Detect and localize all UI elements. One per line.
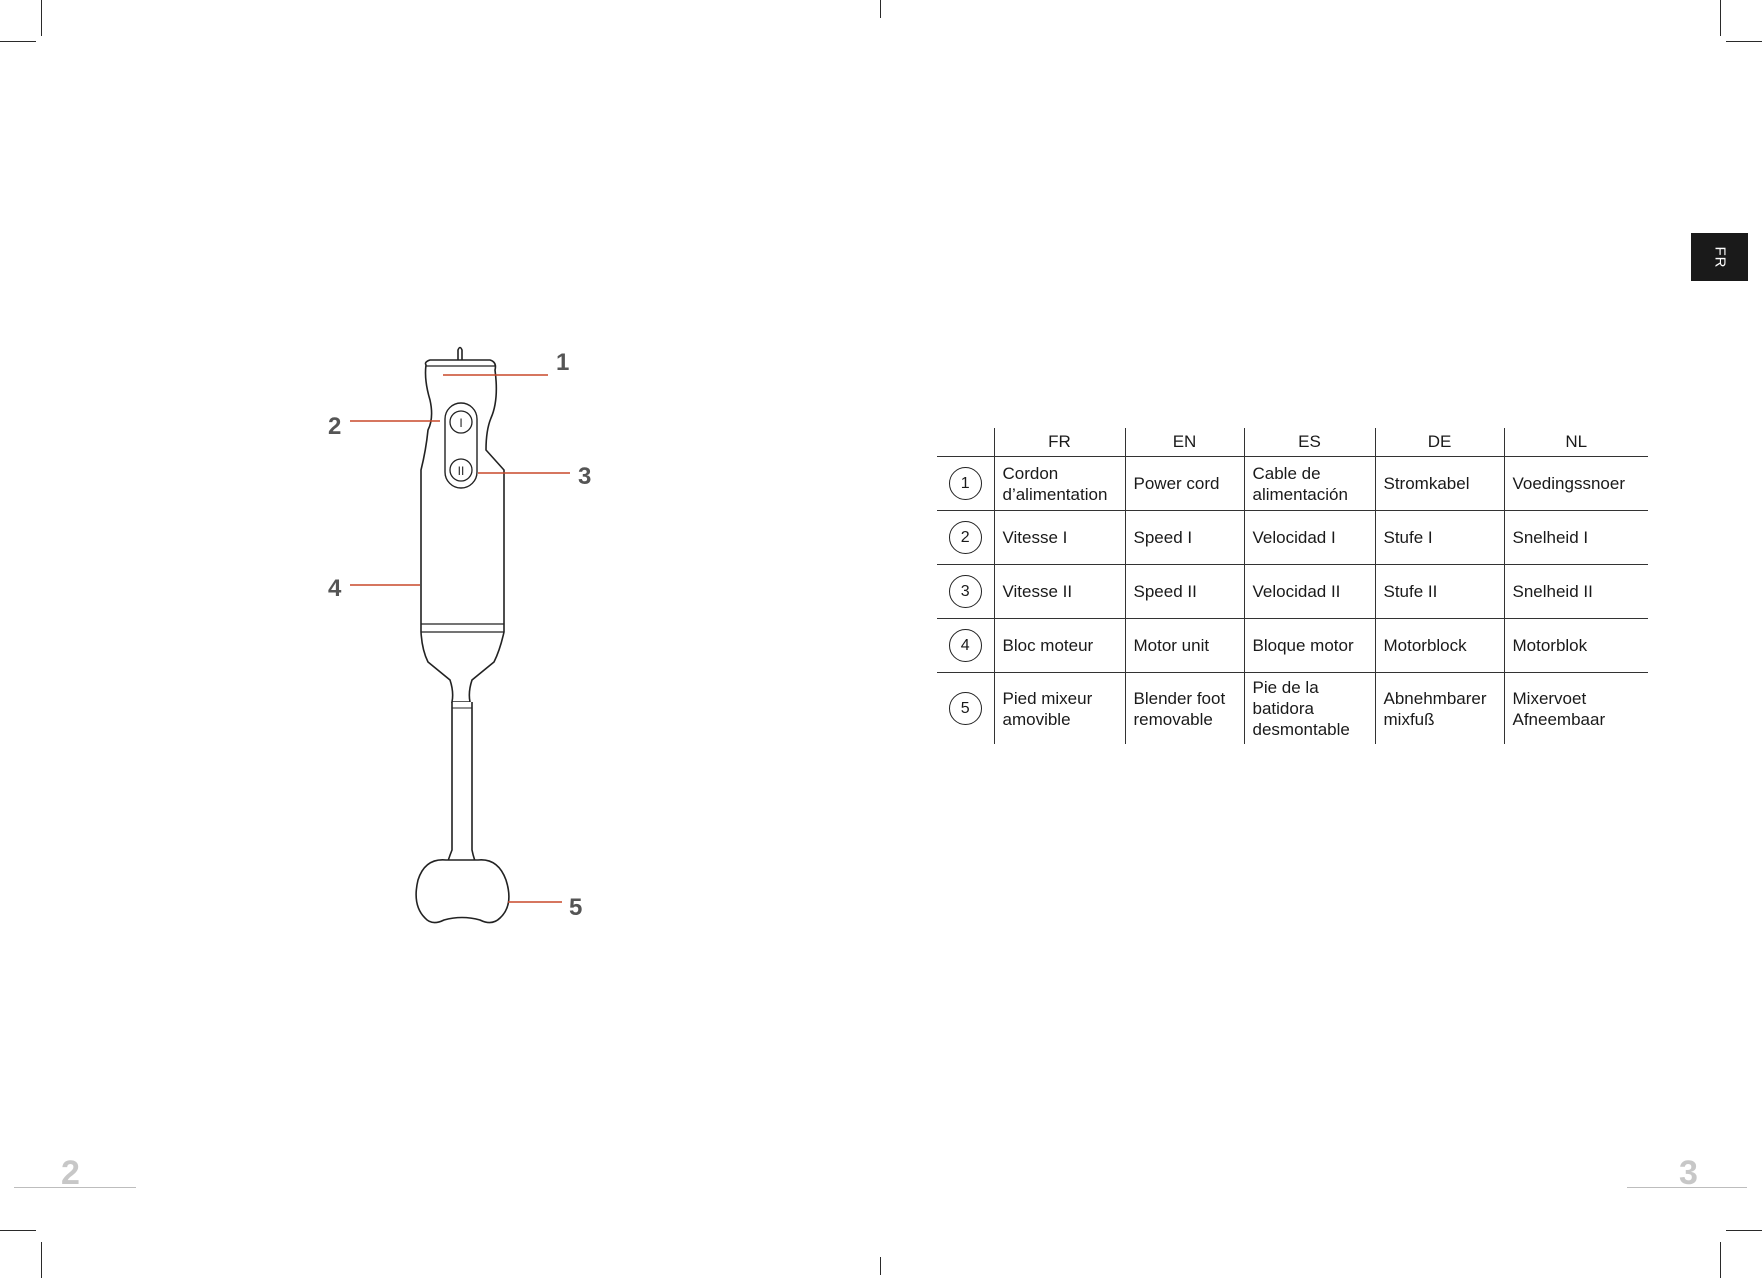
blender-shaft — [444, 702, 480, 869]
table-header-row: FR EN ES DE NL — [937, 428, 1648, 457]
part-number-badge: 3 — [948, 575, 982, 608]
page-number-right: 3 — [1679, 1154, 1698, 1192]
table-cell: Voedingssnoer — [1503, 456, 1648, 511]
part-number-cell: 4 — [937, 618, 994, 673]
crop-mark — [880, 0, 881, 18]
part-number-badge: 1 — [948, 467, 982, 500]
table-cell: Vitesse I — [993, 510, 1125, 565]
table-header: ES — [1243, 428, 1375, 457]
part-number-badge: 5 — [948, 692, 982, 725]
language-tab-label: FR — [1711, 246, 1728, 268]
table-cell: Motorblock — [1374, 618, 1504, 673]
crop-mark — [1720, 1242, 1721, 1278]
table-cell: Bloque motor — [1243, 618, 1375, 673]
table-row: 1 Cordon d’alimentation Power cord Cable… — [937, 456, 1648, 511]
blender-foot — [415, 859, 510, 924]
table-cell: Speed I — [1124, 510, 1244, 565]
callout-3: 3 — [578, 463, 592, 490]
crop-mark — [1726, 1230, 1762, 1231]
callout-2: 2 — [328, 413, 342, 440]
part-number-cell: 5 — [937, 673, 994, 745]
table-row: 2 Vitesse I Speed I Velocidad I Stufe I … — [937, 510, 1648, 565]
speed-1-label: I — [459, 416, 462, 430]
page-number-rule — [1627, 1187, 1747, 1188]
table-row: 4 Bloc moteur Motor unit Bloque motor Mo… — [937, 618, 1648, 673]
table-cell: Blender foot removable — [1124, 672, 1244, 744]
part-number-cell: 3 — [937, 564, 994, 619]
table-cell: Motor unit — [1124, 618, 1244, 673]
callout-1: 1 — [556, 349, 570, 376]
part-number-cell: 1 — [937, 456, 994, 511]
table-header: DE — [1374, 428, 1504, 457]
crop-mark — [1726, 41, 1762, 42]
table-header: EN — [1124, 428, 1244, 457]
crop-mark — [1720, 0, 1721, 36]
crop-mark — [41, 1242, 42, 1278]
callout-5: 5 — [569, 894, 583, 921]
part-number-badge: 2 — [948, 521, 982, 554]
table-row: 3 Vitesse II Speed II Velocidad II Stufe… — [937, 564, 1648, 619]
speed-1-button — [449, 410, 473, 434]
table-cell: Velocidad II — [1243, 564, 1375, 619]
part-number-badge: 4 — [948, 629, 982, 662]
table-cell: Stromkabel — [1374, 456, 1504, 511]
table-cell: Abnehmbarer mixfuß — [1374, 672, 1504, 744]
table-header: NL — [1503, 428, 1648, 457]
hand-blender-illustration: I II — [350, 346, 570, 924]
table-cell: Snelheid I — [1503, 510, 1648, 565]
table-cell: Cable de alimentación — [1243, 456, 1375, 511]
table-cell: Snelheid II — [1503, 564, 1648, 619]
speed-2-button — [449, 458, 473, 482]
parts-table: FR EN ES DE NL 1 Cordon d’alimentation P… — [937, 428, 1648, 744]
table-cell: Pied mixeur amovible — [993, 672, 1125, 744]
language-tab: FR — [1691, 233, 1748, 281]
crop-mark — [0, 41, 36, 42]
table-cell: Pie de la batidora desmontable — [1243, 672, 1375, 744]
table-header: FR — [993, 428, 1125, 457]
table-cell: Power cord — [1124, 456, 1244, 511]
table-cell: Bloc moteur — [993, 618, 1125, 673]
table-cell: Cordon d’alimentation — [993, 456, 1125, 511]
table-cell: Velocidad I — [1243, 510, 1375, 565]
table-header — [937, 428, 994, 457]
table-cell: Motorblok — [1503, 618, 1648, 673]
crop-mark — [880, 1257, 881, 1275]
motor-body — [420, 359, 505, 703]
crop-mark — [41, 0, 42, 36]
table-cell: Stufe I — [1374, 510, 1504, 565]
table-cell: Vitesse II — [993, 564, 1125, 619]
page-number-rule — [14, 1187, 136, 1188]
table-row: 5 Pied mixeur amovible Blender foot remo… — [937, 672, 1648, 745]
speed-2-label: II — [458, 464, 465, 478]
table-cell: Speed II — [1124, 564, 1244, 619]
callout-4: 4 — [328, 575, 342, 602]
table-cell: Stufe II — [1374, 564, 1504, 619]
page-number-left: 2 — [61, 1154, 80, 1192]
part-number-cell: 2 — [937, 510, 994, 565]
crop-mark — [0, 1230, 36, 1231]
table-cell: Mixervoet Afneembaar — [1503, 672, 1648, 744]
